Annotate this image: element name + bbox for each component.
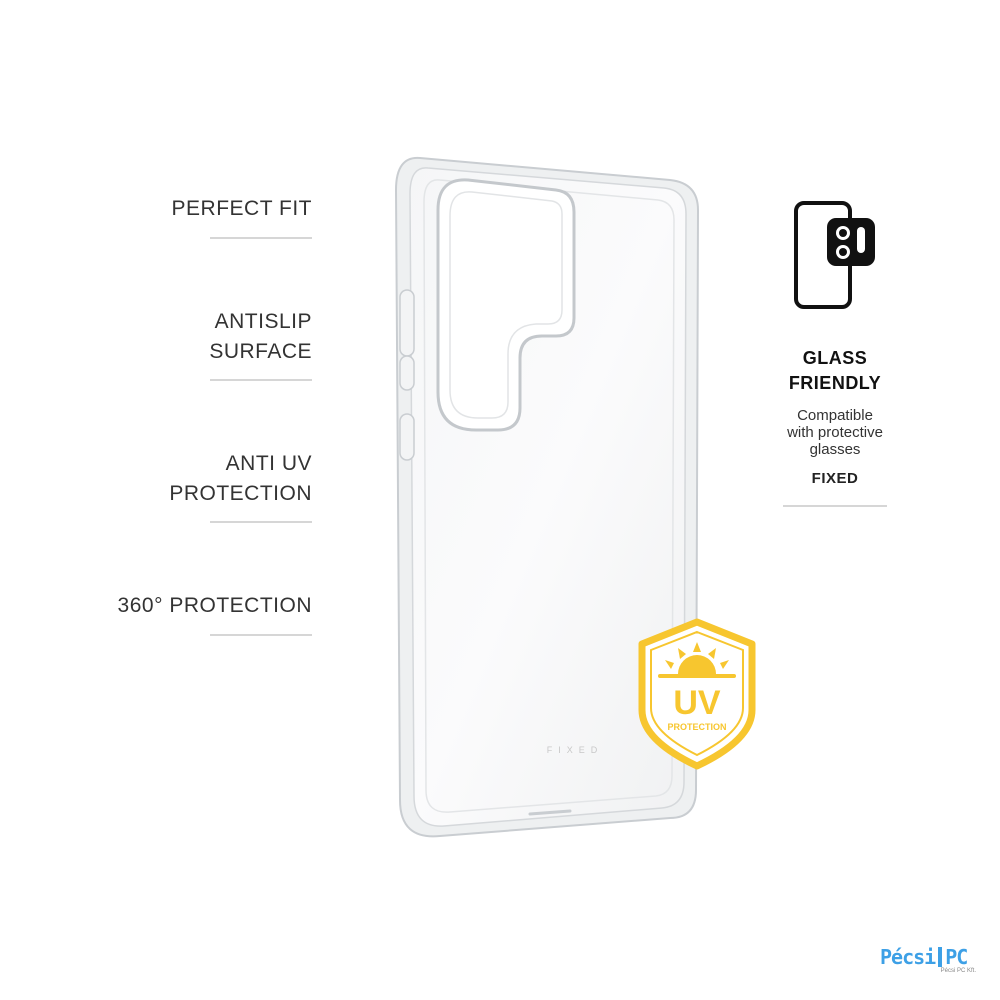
feature-divider [210, 521, 312, 523]
phone-camera-glass-icon [794, 201, 875, 309]
feature-anti-uv-protection: ANTI UV PROTECTION [169, 449, 312, 509]
store-logo: Pécsi PC Pécsi PC Kft. [880, 946, 990, 974]
glass-desc-line: glasses [809, 441, 861, 458]
glass-divider [783, 505, 887, 507]
glass-desc-line: Compatible [797, 407, 873, 424]
feature-label: PERFECT FIT [171, 197, 312, 220]
case-brand-mark: FIXED [547, 745, 604, 755]
glass-friendly-brand: FIXED [811, 470, 859, 487]
feature-label: PROTECTION [169, 482, 312, 505]
uv-protection-badge: UV PROTECTION [638, 618, 756, 770]
uv-sublabel: PROTECTION [667, 722, 726, 732]
glass-title-line: GLASS [802, 348, 868, 368]
store-logo-part: Pécsi [880, 945, 936, 969]
feature-divider [210, 237, 312, 239]
phone-case-image: FIXED [394, 156, 700, 838]
glass-friendly-panel: GLASS FRIENDLY Compatible with protectiv… [770, 200, 900, 507]
uv-label: UV [673, 684, 721, 722]
feature-360-protection: 360° PROTECTION [118, 591, 312, 621]
tower-icon [938, 947, 943, 967]
feature-perfect-fit: PERFECT FIT [172, 194, 312, 224]
feature-label: ANTI UV [225, 452, 312, 475]
sun-icon [658, 642, 736, 678]
glass-friendly-description: Compatible with protective glasses [770, 407, 900, 458]
store-logo-subtitle: Pécsi PC Kft. [940, 968, 976, 974]
glass-title-line: FRIENDLY [788, 373, 882, 393]
feature-label: 360° PROTECTION [117, 594, 312, 617]
glass-friendly-title: GLASS FRIENDLY [770, 346, 900, 396]
feature-label: ANTISLIP [214, 310, 312, 333]
feature-label: SURFACE [209, 340, 312, 363]
feature-divider [210, 634, 312, 636]
store-logo-part: PC [945, 945, 968, 969]
glass-desc-line: with protective [787, 424, 883, 441]
feature-divider [210, 379, 312, 381]
store-logo-name: Pécsi PC [880, 946, 990, 968]
feature-antislip-surface: ANTISLIP SURFACE [209, 307, 312, 367]
